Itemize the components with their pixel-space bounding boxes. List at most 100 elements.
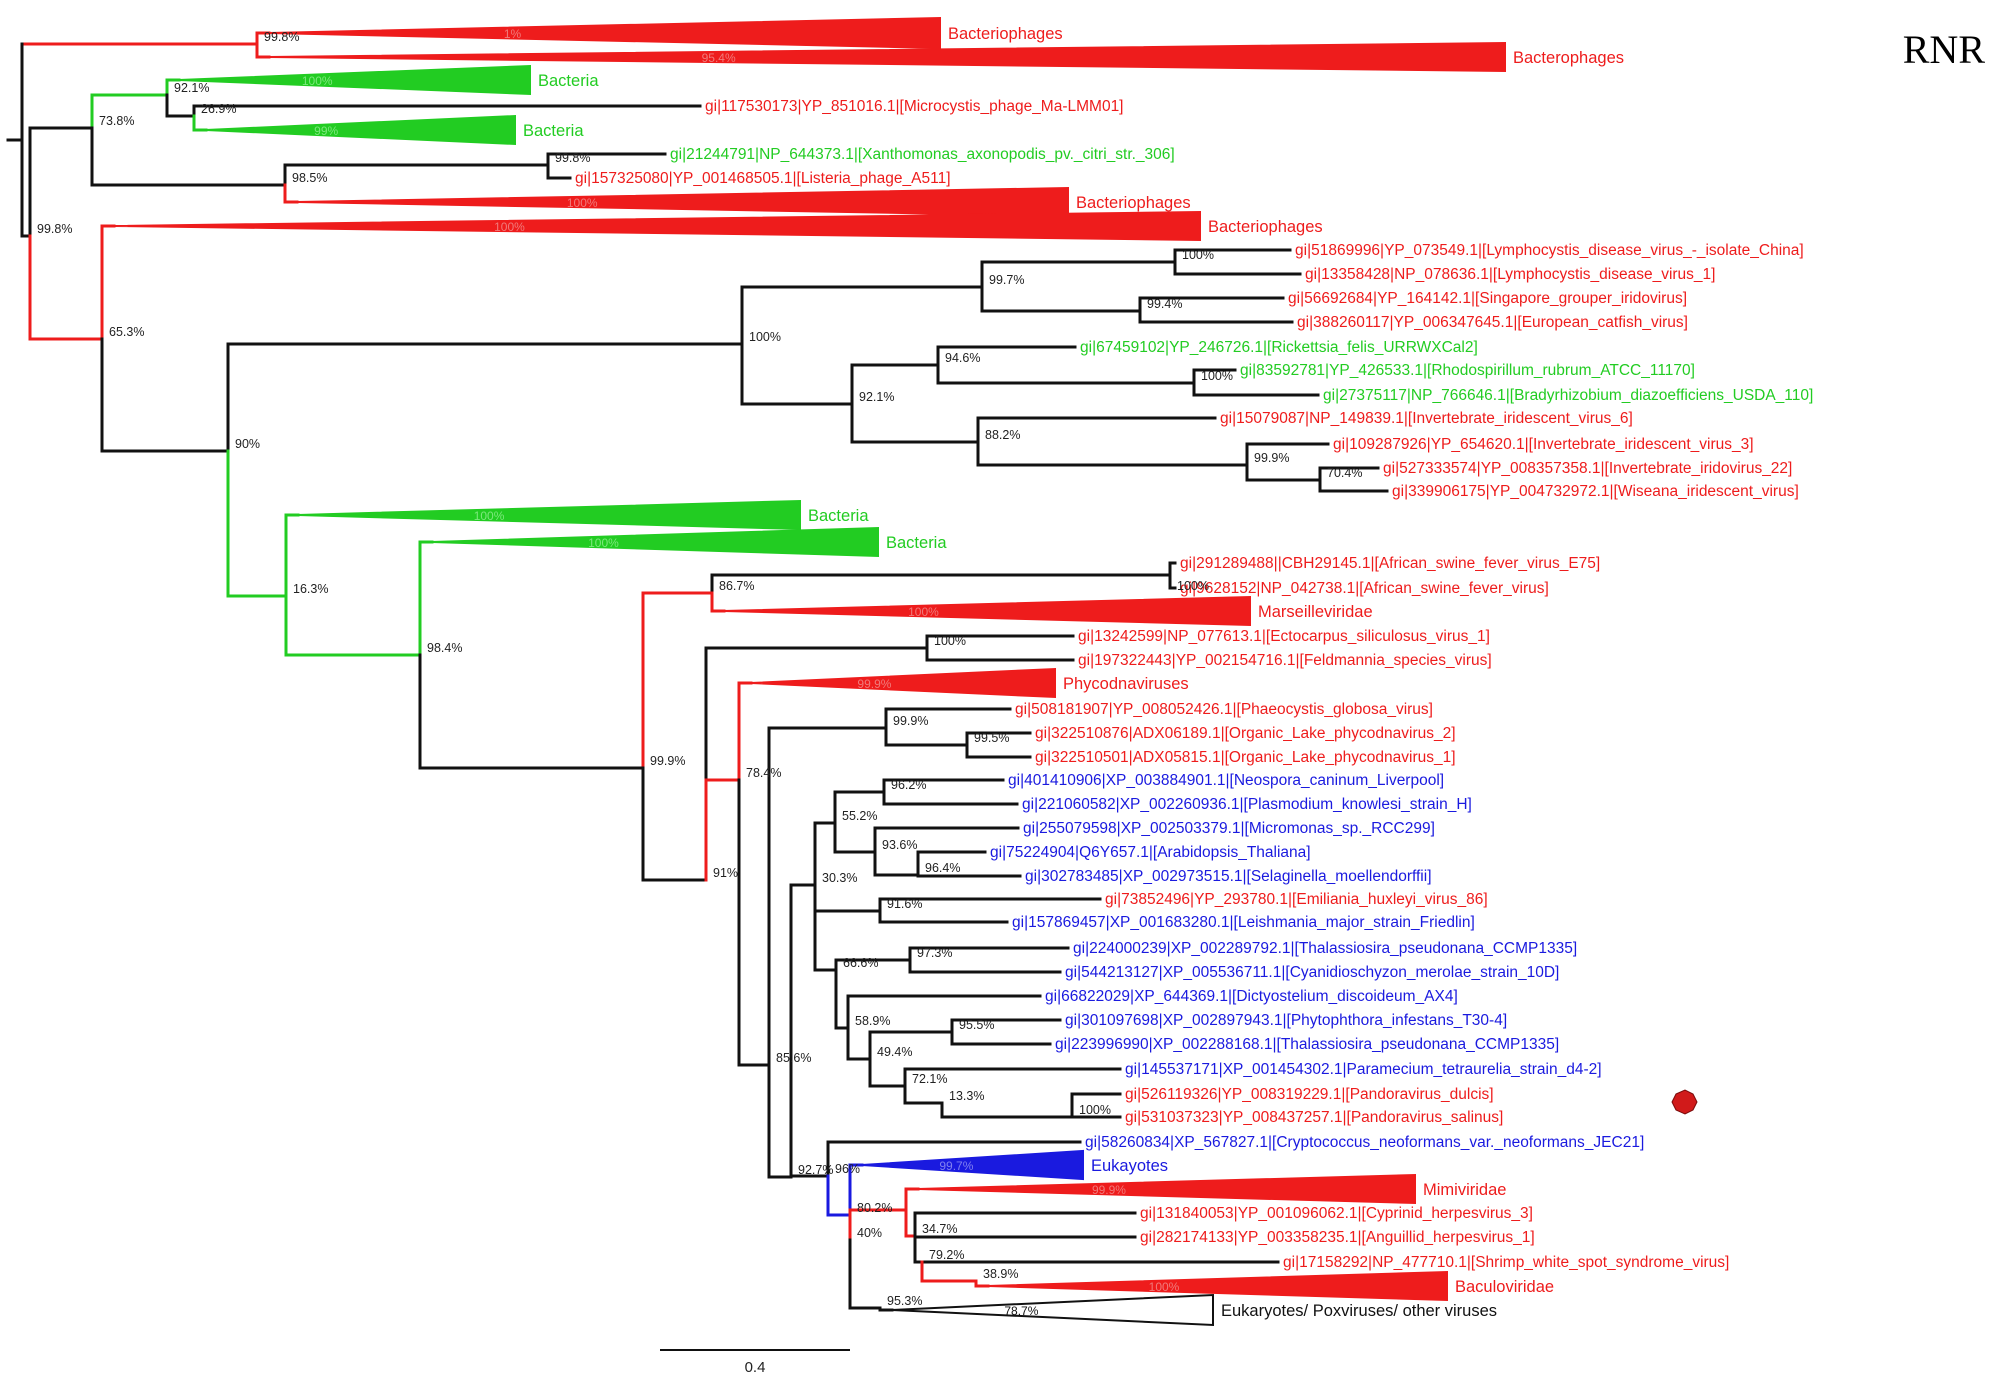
support-n-iiv3-grp: 99.9% [1254, 451, 1289, 465]
support-n-irido-big: 90% [235, 437, 260, 451]
collapsed-clade-bacteria-3 [297, 499, 801, 531]
support-n-bac4-ncldv: 98.4% [427, 641, 462, 655]
leaf-label-lcdv1: gi|13358428|NP_078636.1|[Lymphocystis_di… [1305, 266, 1715, 283]
support-n-lcdv: 100% [1182, 248, 1214, 262]
branch-n-lcdv [980, 260, 1177, 289]
support-n-phaeo-grp: 78.4% [746, 766, 781, 780]
collapsed-support-bacteria-2: 99% [314, 124, 338, 138]
clade-label-marseilleviridae: Marseilleviridae [1258, 603, 1373, 621]
support-n-phage-top: 99.8% [264, 30, 299, 44]
leaf-label-feldmannia: gi|197322443|YP_002154716.1|[Feldmannia_… [1078, 652, 1492, 669]
leaf-label-iiv22: gi|527333574|YP_008357358.1|[Invertebrat… [1383, 460, 1792, 477]
tree-branches [6, 31, 1389, 1312]
collapsed-support-bacterophages: 95.4% [702, 51, 736, 65]
branch-n-thal-cyan [834, 958, 912, 972]
branch-n-phaeo-grp [704, 778, 741, 882]
leaf-label-asfv: gi|9628152|NP_042738.1|[African_swine_fe… [1180, 580, 1549, 597]
leaf-label-ectocarpus: gi|13242599|NP_077613.1|[Ectocarpus_sili… [1078, 628, 1490, 645]
clade-label-phycodnaviruses: Phycodnaviruses [1063, 675, 1189, 693]
branch-n-irido-big [100, 337, 230, 453]
support-n-shrimp-bac: 79.2% [929, 1248, 964, 1262]
branch-t-euk-pox-other [878, 1306, 894, 1312]
collapsed-clade-bacterophages [268, 41, 1506, 73]
branch-dictyostelium [846, 994, 1042, 1030]
branch-bradyrhizobium [1192, 381, 1320, 397]
clade-label-baculoviridae: Baculoviridae [1455, 1278, 1554, 1296]
leaf-label-microcystis: gi|117530173|YP_851016.1|[Microcystis_ph… [705, 98, 1124, 115]
branch-feldmannia [925, 646, 1075, 662]
branch-t-bacteria-2 [192, 114, 208, 132]
branch-thalassiosira1 [908, 946, 1070, 962]
collapsed-support-baculoviridae: 100% [1149, 1280, 1180, 1294]
leaf-label-shrimp: gi|17158292|NP_477710.1|[Shrimp_white_sp… [1283, 1254, 1729, 1271]
support-n-euk-c: 66.6% [843, 956, 878, 970]
branch-paramecium [903, 1067, 1122, 1088]
branch-t-eukayotes [848, 1163, 864, 1217]
branch-n-irido [226, 342, 744, 453]
branch-rhodospirillum [1192, 368, 1237, 385]
support-n-lis-phage: 98.5% [292, 171, 327, 185]
clade-label-bacteriophages-3: Bacteriophages [1208, 218, 1323, 236]
leaf-label-catfish: gi|388260117|YP_006347645.1|[European_ca… [1297, 314, 1688, 331]
collapsed-clade-bacteriophages-3 [113, 210, 1201, 242]
branch-listeria [546, 163, 572, 180]
support-n-xan-lis: 99.8% [555, 151, 590, 165]
leaf-label-anguillid: gi|282174133|YP_003358235.1|[Anguillid_h… [1140, 1229, 1535, 1246]
support-n-lcdv-grp: 99.7% [989, 273, 1024, 287]
leaf-label-pando-salinus: gi|531037323|YP_008437257.1|[Pandoraviru… [1125, 1109, 1503, 1126]
support-n-ol: 99.5% [974, 731, 1009, 745]
branch-n-bac4-ncldv [284, 594, 422, 657]
support-n-euk-b: 30.3% [822, 871, 857, 885]
branch-n-herpes-grp [826, 1174, 852, 1217]
branch-cryptococcus [826, 1140, 1082, 1178]
branch-t-bacteria-4 [418, 540, 434, 657]
support-n-ecto-feld: 100% [934, 634, 966, 648]
support-n-iiv22-wis: 70.4% [1327, 466, 1362, 480]
leaf-label-rhodospirillum: gi|83592781|YP_426533.1|[Rhodospirillum_… [1240, 362, 1695, 379]
collapsed-support-bacteriophages-1: 1% [504, 27, 522, 41]
branch-olpv1 [965, 743, 1032, 759]
branch-n-euk-b [789, 883, 817, 1179]
support-n-asfv: 100% [1177, 579, 1209, 593]
support-n-herpes: 34.7% [922, 1222, 957, 1236]
leaf-label-bradyrhizobium: gi|27375117|NP_766646.1|[Bradyrhizobium_… [1323, 387, 1813, 404]
branch-pando-dulcis [1070, 1092, 1122, 1119]
support-n-euk-a: 92.7% [798, 1163, 833, 1177]
branch-n-upper-group [28, 126, 94, 238]
support-n-euk-d: 58.9% [855, 1014, 890, 1028]
branch-n-bac-big [226, 449, 288, 598]
branch-n-bac2-mic [165, 93, 196, 118]
leaf-label-xanthomonas: gi|21244791|NP_644373.1|[Xanthomonas_axo… [670, 146, 1175, 163]
branch-t-bacteria-3 [284, 513, 300, 598]
branch-cyanidioschyzon [908, 958, 1062, 974]
leaf-label-phaeocystis: gi|508181907|YP_008052426.1|[Phaeocystis… [1015, 701, 1433, 718]
branch-cyprinid [913, 1211, 1137, 1238]
collapsed-support-bacteria-3: 100% [474, 509, 505, 523]
branch-n-api [833, 790, 886, 825]
branch-arabidopsis [916, 850, 987, 877]
support-n-thal-cyan: 97.3% [917, 946, 952, 960]
clade-label-bacteria-3: Bacteria [808, 507, 869, 525]
branch-n-lower [28, 234, 104, 341]
branch-n-grouper-cat [980, 285, 1142, 313]
leaf-label-cyprinid: gi|131840053|YP_001096062.1|[Cyprinid_he… [1140, 1205, 1533, 1222]
support-n-alpha: 94.6% [945, 351, 980, 365]
leaf-label-lcdv-china: gi|51869996|YP_073549.1|[Lymphocystis_di… [1295, 242, 1804, 259]
collapsed-support-euk-pox-other: 78.7% [1004, 1304, 1038, 1318]
leaf-label-dictyostelium: gi|66822029|XP_644369.1|[Dictyostelium_d… [1045, 988, 1458, 1005]
leaf-label-iiv6: gi|15079087|NP_149839.1|[Invertebrate_ir… [1220, 410, 1633, 427]
branch-asfv [1168, 573, 1177, 590]
leaf-label-paramecium: gi|145537171|XP_001454302.1|Paramecium_t… [1125, 1061, 1602, 1078]
support-n-arab-sel: 96.4% [925, 861, 960, 875]
clade-label-bacteriophages-2: Bacteriophages [1076, 194, 1191, 212]
branch-t-bacteria-1 [165, 78, 181, 97]
branch-lcdv-china [1173, 248, 1292, 264]
clade-label-euk-pox-other: Eukaryotes/ Poxviruses/ other viruses [1221, 1302, 1497, 1320]
leaf-label-emiliania: gi|73852496|YP_293780.1|[Emiliania_huxle… [1105, 891, 1488, 908]
support-n-shrimp-bac-inner: 38.9% [983, 1267, 1018, 1281]
clade-label-bacterophages: Bacterophages [1513, 49, 1624, 67]
branch-n-euk-d [834, 968, 850, 1030]
branch-n-iiv3-grp [976, 440, 1249, 467]
leaf-label-micromonas: gi|255079598|XP_002503379.1|[Micromonas_… [1023, 820, 1435, 837]
